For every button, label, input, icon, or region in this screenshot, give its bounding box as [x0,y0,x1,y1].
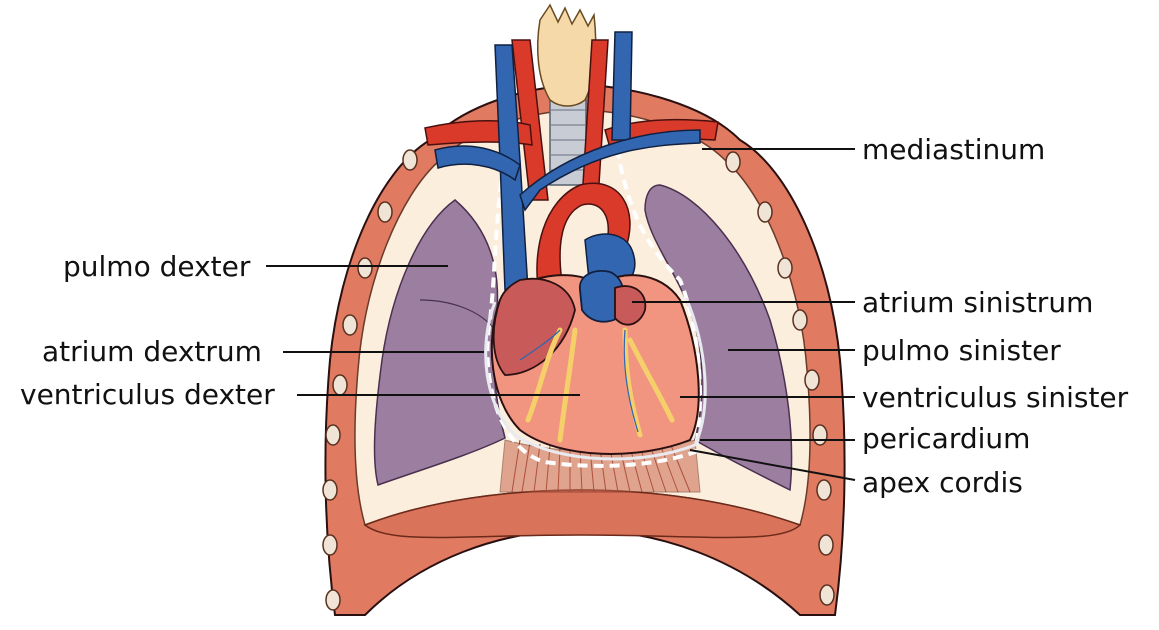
label-pulmo-sinister: pulmo sinister [862,334,1061,367]
heart [484,270,707,461]
label-apex-cordis: apex cordis [862,466,1023,499]
labels: mediastinum pulmo dexter atrium sinistru… [20,133,1129,499]
label-ventriculus-sinister: ventriculus sinister [862,381,1129,414]
label-pulmo-dexter: pulmo dexter [63,250,251,283]
lung-right-anatomical [373,199,506,486]
rib-sections-left [322,149,418,611]
leader-lines [266,148,856,481]
label-atrium-dextrum: atrium dextrum [42,335,262,368]
label-pericardium: pericardium [862,422,1030,455]
left-atrium [614,285,647,326]
label-ventriculus-dexter: ventriculus dexter [20,378,275,411]
rib-sections-right [725,151,835,606]
label-atrium-sinistrum: atrium sinistrum [862,286,1093,319]
great-vessels [424,3,719,301]
mediastinum-boundary [485,134,702,468]
lung-left-anatomical [644,184,793,492]
leader-apex-cordis [689,449,856,481]
label-mediastinum: mediastinum [862,133,1045,166]
right-atrium [492,277,576,376]
